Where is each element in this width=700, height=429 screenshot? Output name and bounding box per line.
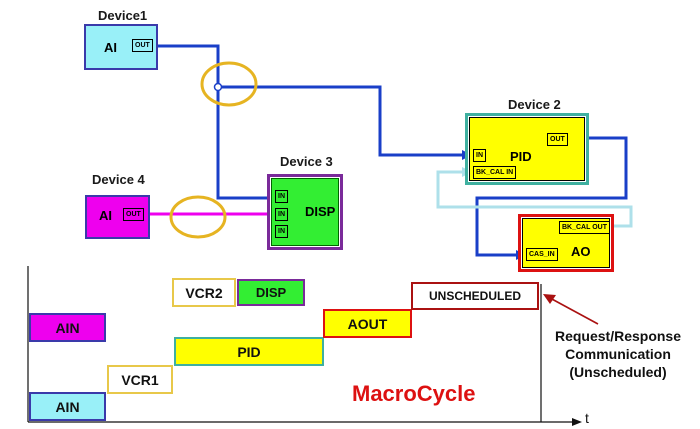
pid-out-port: OUT <box>547 133 568 146</box>
device1-ai-name: AI <box>104 40 117 55</box>
highlight-ellipse-2 <box>169 195 227 239</box>
device4-label: Device 4 <box>92 172 145 187</box>
pid-block-name: PID <box>510 149 532 164</box>
disp-in-port-3: IN <box>275 225 288 238</box>
junction-dot <box>213 82 223 92</box>
annotation-line-3: (Unscheduled) <box>569 364 667 380</box>
annotation-line-1: Request/Response <box>554 328 682 344</box>
ao-bkcal-out-port: BK_CAL OUT <box>559 221 610 234</box>
timeline-disp[interactable]: DISP <box>237 279 305 306</box>
timeline-ain-top[interactable]: AIN <box>29 313 106 342</box>
wire-pid-to-ao <box>475 136 628 257</box>
ao-block[interactable]: BK_CAL OUT CAS_IN AO <box>522 218 610 268</box>
pid-block[interactable]: OUT IN BK_CAL IN PID <box>469 117 585 181</box>
device4-ai-name: AI <box>99 208 112 223</box>
wire-branch-to-pid <box>218 85 470 157</box>
device4-out-port: OUT <box>123 208 144 221</box>
ao-cas-in-port: CAS_IN <box>526 248 558 261</box>
device1-label: Device1 <box>98 8 148 23</box>
macrocycle-label: MacroCycle <box>352 381 476 406</box>
timeline-pid[interactable]: PID <box>174 337 324 366</box>
timeline-vcr2[interactable]: VCR2 <box>172 278 236 307</box>
timeline-unscheduled[interactable]: UNSCHEDULED <box>411 282 539 310</box>
wire-ao-to-pid <box>436 170 633 228</box>
annotation-line-2: Communication <box>565 346 671 362</box>
device1-ai-block[interactable]: AI OUT <box>84 24 158 70</box>
highlight-ellipse-1 <box>200 61 258 107</box>
device3-label: Device 3 <box>280 154 333 169</box>
pid-bkcal-in-port: BK_CAL IN <box>473 166 517 179</box>
device1-out-port: OUT <box>132 39 153 52</box>
time-axis-arrowhead <box>572 418 582 426</box>
wire-ai1-to-disp <box>158 44 274 200</box>
annotation-arrowhead <box>543 294 556 304</box>
pid-in-port: IN <box>473 149 486 162</box>
timeline-vcr1[interactable]: VCR1 <box>107 365 173 394</box>
timeline-aout[interactable]: AOUT <box>323 309 412 338</box>
disp-in-port-2: IN <box>275 208 288 221</box>
device2-label: Device 2 <box>508 97 561 112</box>
disp-in-port-1: IN <box>275 190 288 203</box>
timeline-ain-bottom[interactable]: AIN <box>29 392 106 421</box>
disp-block-name: DISP <box>305 204 336 219</box>
request-response-annotation: Request/Response Communication (Unschedu… <box>538 327 698 381</box>
device4-ai-block[interactable]: AI OUT <box>85 195 150 239</box>
device3-disp-block[interactable]: IN IN IN DISP <box>271 178 339 246</box>
annotation-arrow-line <box>549 297 599 325</box>
time-axis-label: t <box>585 410 589 426</box>
ao-block-name: AO <box>571 244 591 259</box>
